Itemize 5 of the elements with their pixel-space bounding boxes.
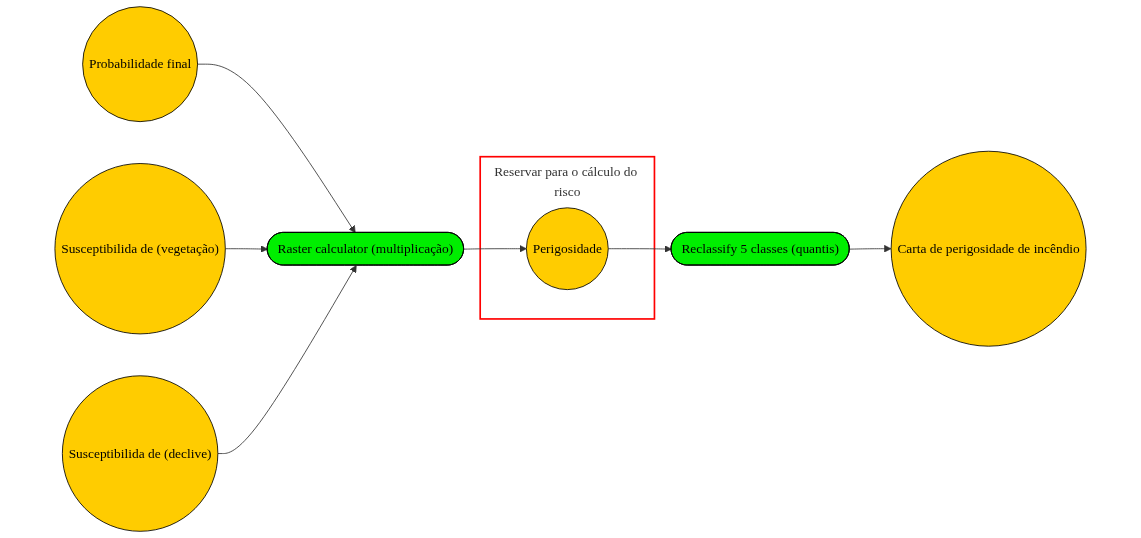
node-circle: Carta de perigosidade de incêndio — [890, 150, 1087, 347]
node-circle: Probabilidade final — [82, 6, 198, 123]
node-circle: Susceptibilida de (vegetação) — [54, 163, 226, 335]
node-circle: Susceptibilida de (declive) — [61, 375, 219, 532]
node-circle: Perigosidade — [526, 207, 609, 291]
